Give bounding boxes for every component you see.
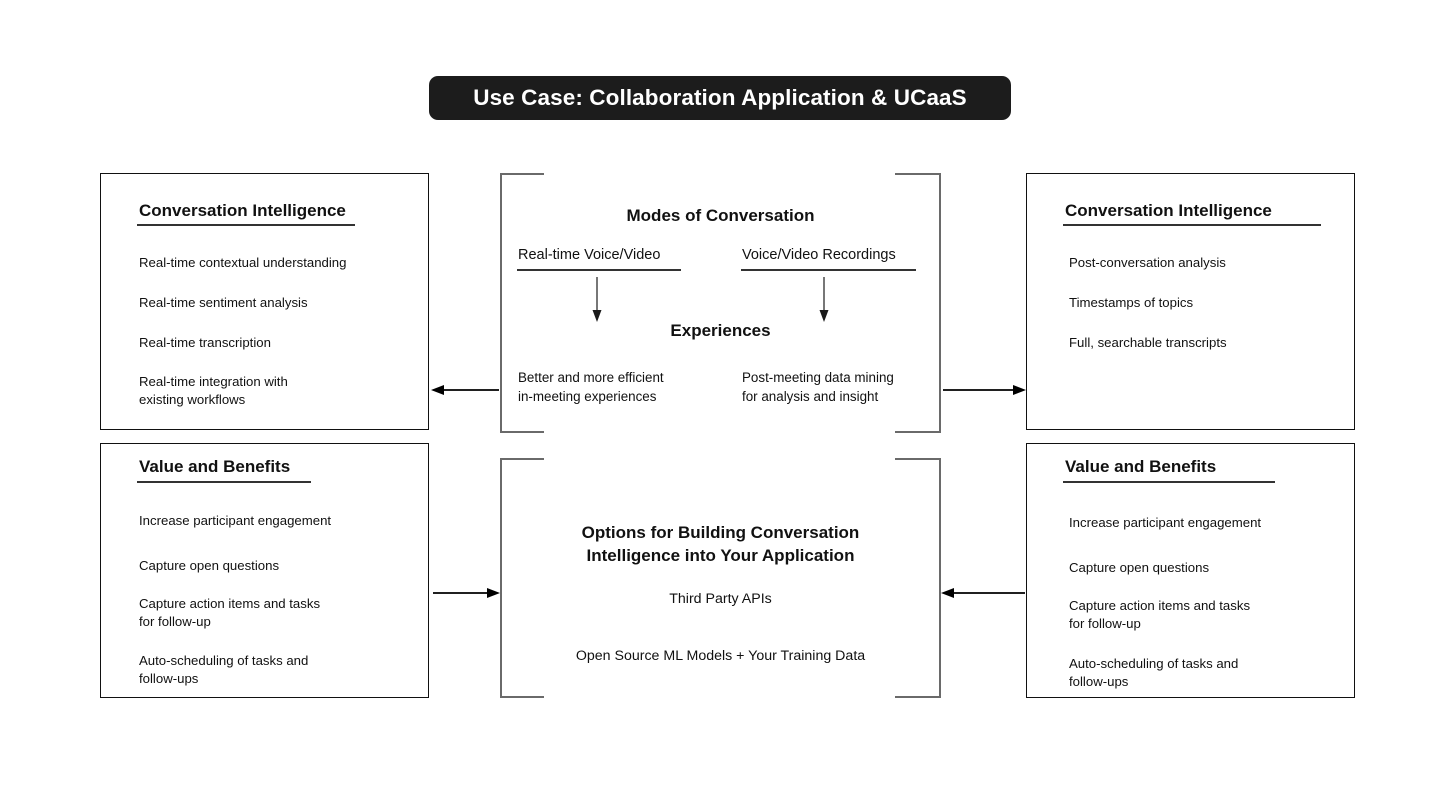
panel-bottom-left: Value and Benefits Increase participant … <box>100 443 429 698</box>
panel-bottom-left-item-1: Capture open questions <box>139 558 280 573</box>
panel-top-right-heading: Conversation Intelligence <box>1065 201 1272 220</box>
center-bottom-title: Options for Building Conversation Intell… <box>581 523 860 565</box>
center-top-experiences-label: Experiences <box>670 321 771 340</box>
center-bottom-option-1: Open Source ML Models + Your Training Da… <box>575 648 866 664</box>
panel-bottom-left-heading-rule <box>137 481 311 483</box>
panel-bottom-left-item-0: Increase participant engagement <box>139 513 332 528</box>
panel-bottom-right: Value and Benefits Increase participant … <box>1026 443 1355 698</box>
center-bottom-option-0: Third Party APIs <box>669 591 772 607</box>
panel-top-left-item-0: Real-time contextual understanding <box>139 255 347 270</box>
center-bottom-left-bottom-stub <box>500 696 544 698</box>
connector-bottom-left-to-center-arrow-icon <box>433 588 500 598</box>
center-top-right-top-stub <box>895 173 941 175</box>
panel-bottom-right-heading-rule <box>1063 481 1275 483</box>
panel-bottom-left-item-3: Auto-scheduling of tasks and follow-ups <box>139 653 309 687</box>
panel-bottom-right-item-3: Auto-scheduling of tasks and follow-ups <box>1069 656 1239 690</box>
panel-bottom-left-heading: Value and Benefits <box>139 457 291 476</box>
center-top-mode-1: Voice/Video Recordings <box>742 247 896 263</box>
center-top-experience-1: Post-meeting data mining for analysis an… <box>742 370 894 404</box>
center-top-mode-1-rule <box>741 269 916 271</box>
center-bottom-left-top-stub <box>500 458 544 460</box>
center-top-right-bottom-stub <box>895 431 941 433</box>
page-title-banner: Use Case: Collaboration Application & UC… <box>429 76 1011 120</box>
page-title: Use Case: Collaboration Application & UC… <box>473 85 967 110</box>
center-bottom-right-bottom-stub <box>895 696 941 698</box>
center-bottom-left-rail <box>500 458 502 698</box>
center-bottom-right-top-stub <box>895 458 941 460</box>
center-top-left-bottom-stub <box>500 431 544 433</box>
panel-bottom-right-item-2: Capture action items and tasks for follo… <box>1069 598 1251 632</box>
center-top-frame: Modes of Conversation Real-time Voice/Vi… <box>500 173 941 433</box>
center-bottom-right-rail <box>939 458 941 698</box>
panel-top-left-heading: Conversation Intelligence <box>139 201 346 220</box>
panel-top-right-item-0: Post-conversation analysis <box>1069 255 1226 270</box>
panel-top-right-item-2: Full, searchable transcripts <box>1069 335 1227 350</box>
center-top-title: Modes of Conversation <box>626 206 815 225</box>
panel-top-right-heading-rule <box>1063 224 1321 226</box>
panel-top-right: Conversation Intelligence Post-conversat… <box>1026 173 1355 430</box>
connector-center-top-to-left-arrow-icon <box>431 385 499 395</box>
panel-top-left-item-3: Real-time integration with existing work… <box>139 374 288 408</box>
panel-top-left-item-2: Real-time transcription <box>139 335 271 350</box>
panel-top-left-item-1: Real-time sentiment analysis <box>139 295 308 310</box>
panel-top-left: Conversation Intelligence Real-time cont… <box>100 173 429 430</box>
panel-bottom-right-heading: Value and Benefits <box>1065 457 1217 476</box>
connector-center-top-to-right-arrow-icon <box>943 385 1026 395</box>
panel-bottom-right-item-1: Capture open questions <box>1069 560 1210 575</box>
center-top-mode-0: Real-time Voice/Video <box>518 247 661 263</box>
center-bottom-frame: Options for Building Conversation Intell… <box>500 458 941 698</box>
down-arrow-right-icon <box>819 277 829 322</box>
panel-top-right-item-1: Timestamps of topics <box>1069 295 1194 310</box>
center-top-experience-0: Better and more efficient in-meeting exp… <box>518 370 664 404</box>
down-arrow-left-icon <box>592 277 602 322</box>
panel-bottom-left-item-2: Capture action items and tasks for follo… <box>139 596 321 630</box>
center-top-right-rail <box>939 173 941 433</box>
panel-top-left-heading-rule <box>137 224 355 226</box>
panel-bottom-right-item-0: Increase participant engagement <box>1069 515 1262 530</box>
center-top-left-top-stub <box>500 173 544 175</box>
center-top-mode-0-rule <box>517 269 681 271</box>
connector-bottom-right-to-center-arrow-icon <box>941 588 1025 598</box>
center-top-left-rail <box>500 173 502 433</box>
